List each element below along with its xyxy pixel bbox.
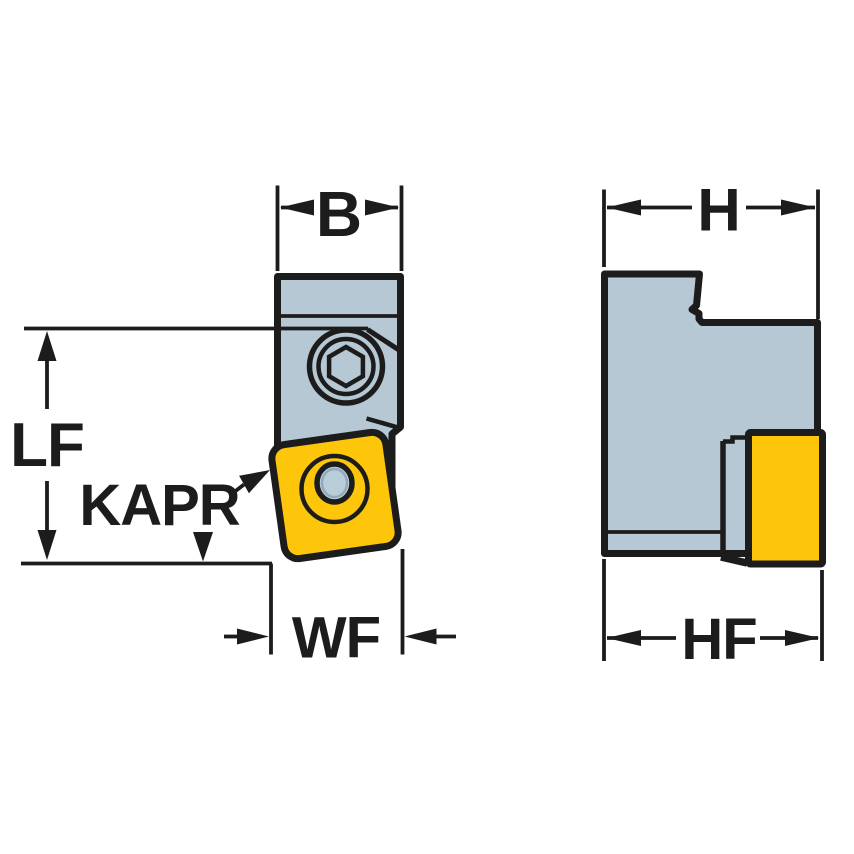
insert-side xyxy=(745,429,826,568)
dim-wf-arrow-left-icon xyxy=(237,628,269,645)
insert-hole xyxy=(299,453,370,525)
seat-top-step xyxy=(723,435,746,444)
dim-wf-arrow-right-icon xyxy=(404,628,437,645)
dim-lf-label: LF xyxy=(10,411,84,480)
dim-lf-arrow-up-icon xyxy=(37,331,57,361)
dim-h-arrow-right-icon xyxy=(781,199,816,216)
dim-b-arrow-left-icon xyxy=(280,199,314,216)
dim-lf: LF xyxy=(10,331,85,560)
bottom-step-edge xyxy=(720,553,748,567)
dim-hf-arrow-left-icon xyxy=(606,630,641,646)
kapr-arrow-edge-icon xyxy=(239,470,270,494)
dim-lf-arrow-down-icon xyxy=(37,530,57,560)
dim-b-label: B xyxy=(316,178,361,250)
dim-kapr: KAPR xyxy=(21,470,272,566)
dim-wf-label: WF xyxy=(292,606,380,671)
dim-b: B xyxy=(275,178,404,271)
dim-h-label: H xyxy=(697,177,739,244)
kapr-leader-line xyxy=(231,482,246,495)
pocket-edge-upper xyxy=(366,327,404,355)
screw-outer-circle xyxy=(306,327,386,406)
insert-hole-inner-ring xyxy=(320,467,349,499)
screw-inner-circle xyxy=(316,336,376,397)
dim-h-arrow-left-icon xyxy=(606,199,641,216)
dim-hf: HF xyxy=(602,559,824,672)
dim-h: H xyxy=(602,177,820,319)
dim-hf-arrow-right-icon xyxy=(785,630,820,646)
dim-b-arrow-right-icon xyxy=(365,199,399,216)
screw-head xyxy=(306,327,386,406)
dim-hf-label: HF xyxy=(681,607,756,672)
kapr-arrow-base-icon xyxy=(193,532,213,562)
side-view xyxy=(601,270,826,568)
pocket-edge-lower xyxy=(365,416,403,431)
dim-kapr-label: KAPR xyxy=(79,473,239,538)
dim-wf: WF xyxy=(224,549,456,671)
hex-socket-icon xyxy=(326,344,366,389)
insert-hole-countersink xyxy=(299,453,370,525)
front-view xyxy=(24,273,404,563)
